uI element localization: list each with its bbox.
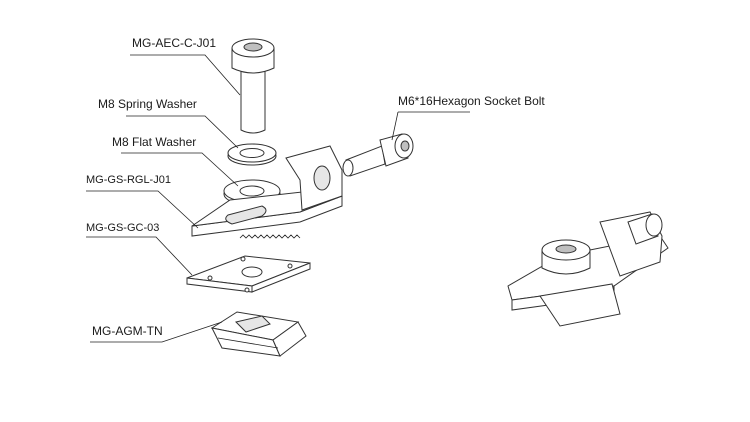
label-flat-washer: M8 Flat Washer [112, 135, 197, 149]
socket-head-cap-bolt-icon [231, 38, 275, 134]
assembled-clamp-icon [507, 211, 669, 327]
leader-flat-washer [121, 152, 239, 187]
leader-bolt-top [130, 54, 241, 96]
leader-hex-bolt [391, 111, 470, 141]
label-spring-washer: M8 Spring Washer [98, 97, 197, 111]
label-t-nut: MG-AGM-TN [92, 324, 163, 338]
hex-socket-bolt-icon [342, 133, 414, 177]
leader-t-nut [90, 321, 223, 343]
t-nut-icon [210, 311, 307, 357]
grounding-clip-icon [186, 255, 311, 293]
leader-clamp [86, 190, 199, 229]
grounding-clamp-icon [191, 145, 343, 239]
spring-washer-icon [227, 143, 277, 166]
label-grounding-clamp: MG-GS-RGL-J01 [86, 174, 171, 186]
label-bolt-top: MG-AEC-C-J01 [132, 36, 217, 50]
label-grounding-clip: MG-GS-GC-03 [86, 222, 160, 234]
leader-clip [86, 236, 193, 276]
leader-spring-washer [126, 115, 239, 149]
label-hex-bolt: M6*16Hexagon Socket Bolt [398, 94, 545, 108]
leader-lines [86, 54, 470, 343]
